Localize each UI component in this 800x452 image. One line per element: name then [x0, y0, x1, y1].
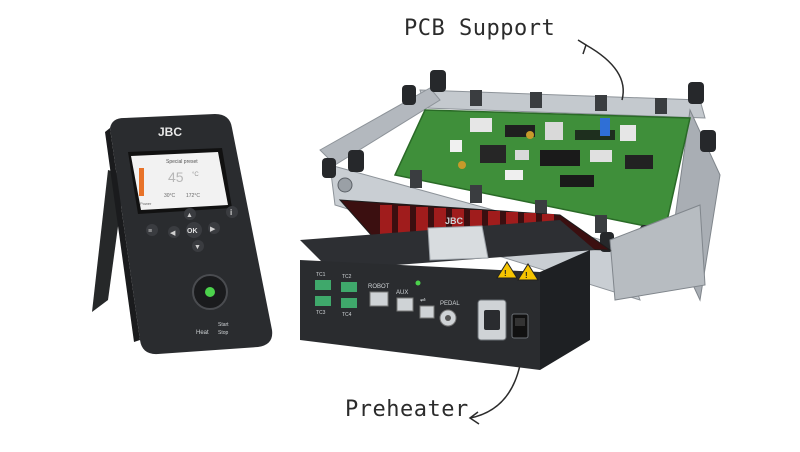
robot-label: ROBOT: [368, 284, 390, 290]
svg-text:!: !: [504, 269, 507, 278]
start-label: Start: [218, 322, 229, 328]
power-bar: [139, 168, 144, 196]
pcb-callout-arrow: [585, 44, 624, 101]
aux-port[interactable]: [396, 297, 414, 312]
stop-label: Stop: [218, 330, 229, 336]
warning-icon: [496, 261, 518, 279]
down-button[interactable]: [192, 240, 204, 252]
usb-port[interactable]: [419, 305, 435, 319]
preheater-logo: JBC: [445, 216, 464, 226]
screen-side-label: Power: [140, 201, 152, 206]
screen-value: 45: [168, 169, 184, 185]
right-button[interactable]: [208, 222, 220, 234]
knob: [348, 150, 364, 172]
ok-button[interactable]: [186, 222, 202, 238]
status-led: [415, 280, 421, 286]
left-button[interactable]: [168, 226, 180, 238]
knob: [430, 70, 446, 92]
info-button[interactable]: [226, 206, 238, 218]
tc2-port[interactable]: [341, 282, 357, 292]
screen-unit: °C: [192, 172, 199, 178]
start-led: [205, 287, 215, 297]
menu-icon: ≡: [148, 228, 152, 235]
chevron-left-icon: ◀: [170, 230, 176, 237]
screen-title: Special preset: [166, 159, 198, 165]
thermocouple-ports: TC1 TC2 TC3 TC4: [315, 272, 357, 318]
preheater-unit: JBC TC1 TC2 TC3 TC4 ROBOT AUX ⇌ PEDAL: [300, 199, 612, 370]
ok-label: OK: [187, 228, 198, 235]
preheater-callout-arrow: [469, 364, 521, 419]
tc4-label: TC4: [342, 312, 352, 318]
menu-button[interactable]: [146, 224, 158, 236]
chevron-right-icon: ▶: [210, 226, 216, 233]
knob: [700, 130, 716, 152]
preheater-label: Preheater: [345, 397, 469, 422]
tc1-port[interactable]: [315, 280, 331, 290]
warning-icon: [517, 263, 539, 281]
heat-label: Heat: [196, 330, 209, 336]
chevron-up-icon: ▲: [186, 212, 193, 219]
controller-unit: JBC Special preset 45 °C 30°C 172°C Powe…: [92, 114, 273, 355]
controller-logo: JBC: [158, 125, 182, 139]
preheater-window: [427, 225, 489, 261]
knob: [688, 82, 704, 104]
tc3-label: TC3: [316, 310, 326, 316]
pedal-label: PEDAL: [440, 301, 460, 307]
info-icon: i: [230, 208, 232, 217]
knob: [322, 158, 336, 178]
usb-icon: ⇌: [420, 297, 426, 304]
tc1-label: TC1: [316, 272, 326, 278]
svg-text:!: !: [525, 271, 528, 280]
pcb-support-label: PCB Support: [404, 16, 556, 41]
knob: [402, 85, 416, 105]
tc2-label: TC2: [342, 274, 352, 280]
screen-small-left: 30°C: [164, 193, 176, 199]
aux-label: AUX: [396, 290, 408, 296]
screen-small-right: 172°C: [186, 193, 200, 199]
up-button[interactable]: [184, 208, 196, 220]
tc4-port[interactable]: [341, 298, 357, 308]
tc3-port[interactable]: [315, 296, 331, 306]
robot-port[interactable]: [369, 291, 389, 307]
chevron-down-icon: ▼: [194, 244, 201, 251]
